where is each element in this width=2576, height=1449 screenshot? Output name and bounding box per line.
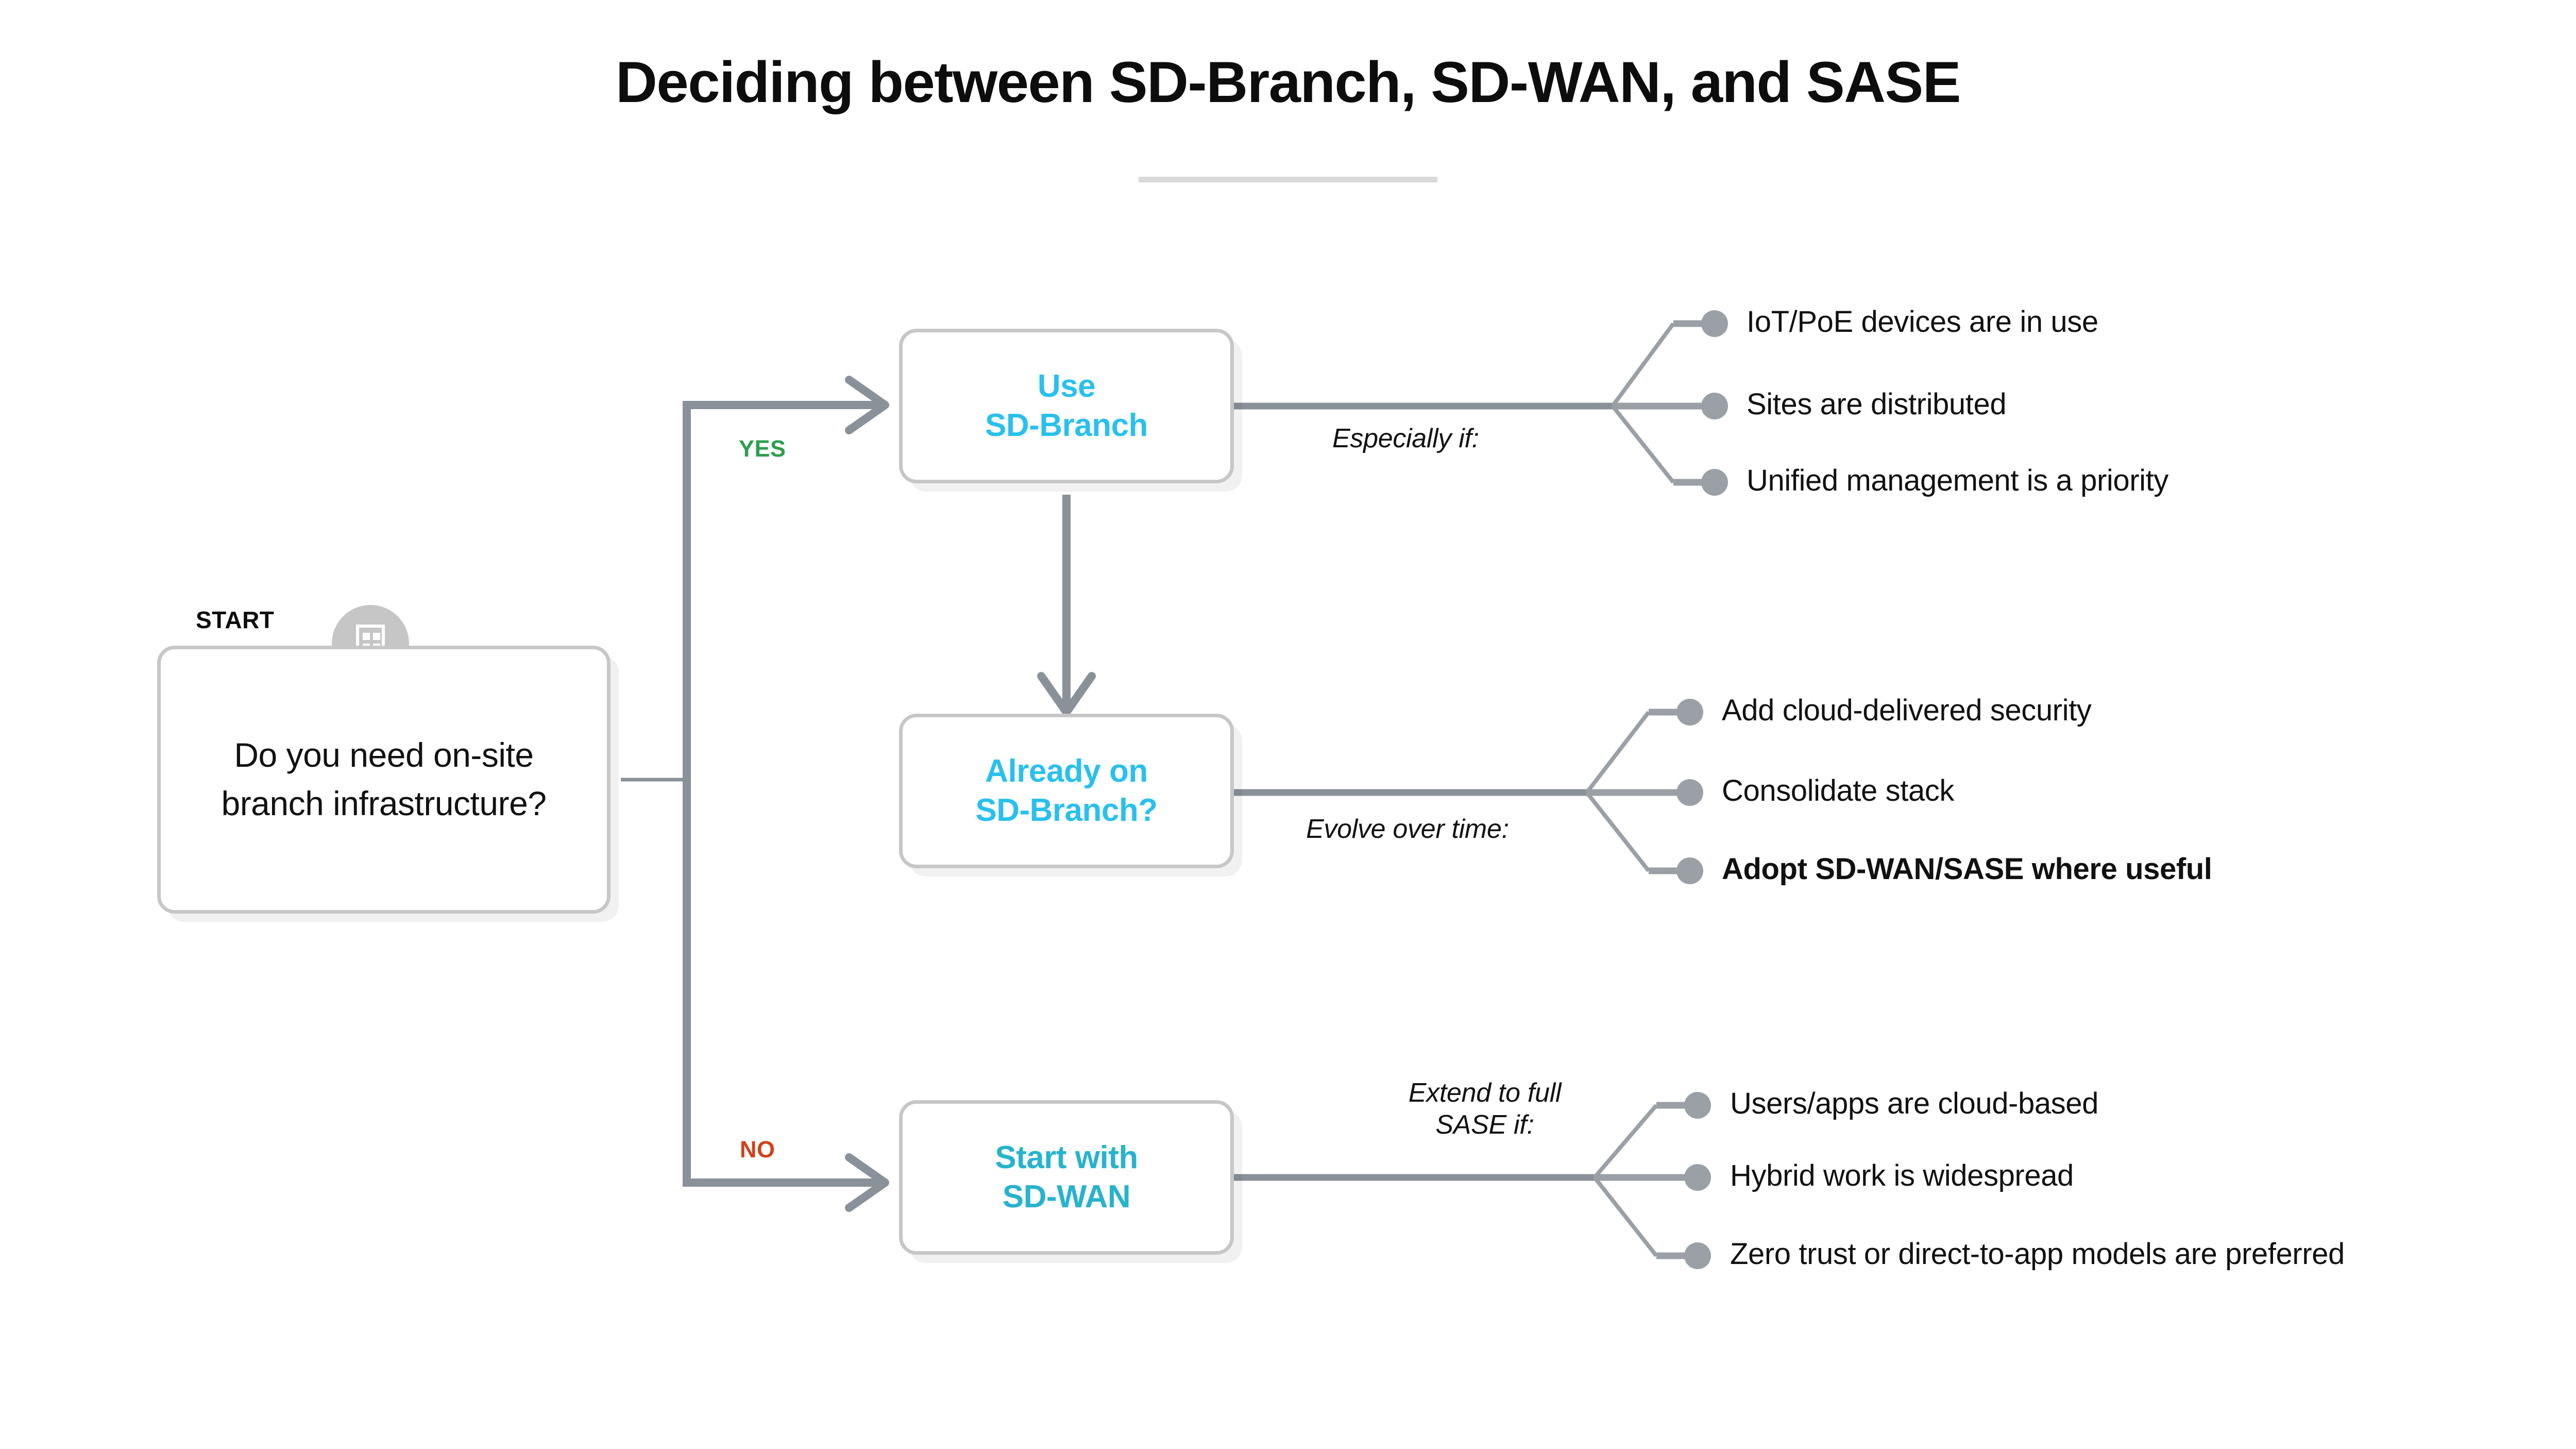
- group-caption-evolve-over-time: Evolve over time:: [1306, 814, 1509, 844]
- list-item: Users/apps are cloud-based: [1730, 1087, 2098, 1120]
- group-caption-extend-to-full-sase: Extend to full SASE if:: [1377, 1077, 1593, 1141]
- list-item: Consolidate stack: [1722, 774, 1954, 807]
- title-divider: [1139, 177, 1437, 182]
- caption-line-2: SASE if:: [1435, 1110, 1534, 1140]
- edge-label-yes: YES: [739, 435, 786, 462]
- start-label: START: [196, 606, 275, 633]
- list-item: IoT/PoE devices are in use: [1747, 305, 2098, 339]
- group-caption-especially-if: Especially if:: [1332, 424, 1479, 453]
- list-item: Unified management is a priority: [1747, 464, 2168, 497]
- list-item: Zero trust or direct-to-app models are p…: [1730, 1237, 2345, 1271]
- list-item: Adopt SD-WAN/SASE where useful: [1722, 852, 2212, 886]
- list-item: Add cloud-delivered security: [1722, 694, 2092, 727]
- list-item: Hybrid work is widespread: [1730, 1159, 2074, 1192]
- start-question-node[interactable]: Do you need on-site branch infrastructur…: [157, 646, 611, 914]
- caption-line-1: Extend to full: [1408, 1078, 1562, 1108]
- edge-label-no: NO: [740, 1136, 775, 1162]
- list-item: Sites are distributed: [1747, 387, 2007, 421]
- start-question-text: Do you need on-site branch infrastructur…: [221, 736, 547, 822]
- page-title: Deciding between SD-Branch, SD-WAN, and …: [616, 50, 1961, 114]
